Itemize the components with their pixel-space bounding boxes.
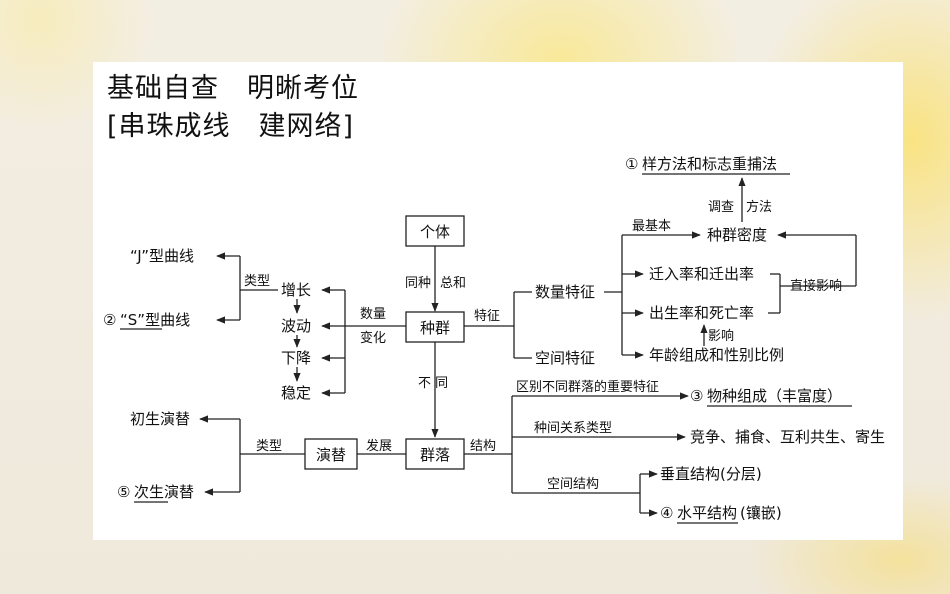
decline-label: 下降 bbox=[281, 349, 311, 367]
quantity-change-label-1: 数量 bbox=[360, 307, 386, 322]
community-label: 群落 bbox=[420, 446, 450, 464]
growth-label: 增长 bbox=[281, 281, 311, 299]
horizontal-number: ④ bbox=[660, 504, 673, 522]
birth-death-label: 出生率和死亡率 bbox=[649, 304, 754, 322]
interspecies-types-label: 竞争、捕食、互利共生、寄生 bbox=[690, 428, 885, 446]
survey-label: 调查 bbox=[708, 200, 734, 215]
j-curve-label: “J”型曲线 bbox=[130, 247, 194, 265]
section-subtitle: [串珠成线 建网络] bbox=[107, 111, 355, 142]
density-label: 种群密度 bbox=[707, 226, 767, 244]
different-label: 不 同 bbox=[418, 376, 448, 391]
s-curve-label: “S”型曲线 bbox=[120, 311, 190, 329]
development-label: 发展 bbox=[366, 438, 392, 454]
structure-label: 结构 bbox=[470, 439, 496, 454]
succession-label: 演替 bbox=[316, 446, 346, 464]
interspecies-label: 种间关系类型 bbox=[534, 421, 612, 436]
population-box bbox=[405, 311, 465, 343]
horizontal-label: 水平结构 bbox=[677, 504, 737, 522]
individual-label: 个体 bbox=[420, 223, 450, 241]
secondary-number: ⑤ bbox=[117, 483, 130, 501]
section-title: 基础自查 明晰考位 bbox=[107, 73, 359, 104]
effect-label: 影响 bbox=[708, 328, 734, 344]
secondary-label: 次生演替 bbox=[134, 483, 194, 501]
features-label: 特征 bbox=[474, 309, 500, 324]
vertical-label: 垂直结构(分层) bbox=[660, 465, 762, 483]
species-number: ③ bbox=[690, 387, 703, 405]
migration-label: 迁入率和迁出率 bbox=[649, 265, 754, 283]
distinguish-label: 区别不同群落的重要特征 bbox=[516, 379, 659, 395]
spatial-structure-label: 空间结构 bbox=[547, 477, 599, 492]
population-label: 种群 bbox=[420, 319, 450, 337]
quantity-change-label-2: 变化 bbox=[360, 330, 386, 346]
individual-box bbox=[405, 215, 465, 247]
stable-label: 稳定 bbox=[281, 384, 311, 402]
spatial-features-label: 空间特征 bbox=[535, 349, 595, 367]
growth-type-label: 类型 bbox=[244, 274, 270, 289]
sampling-number: ① bbox=[625, 155, 638, 173]
sum-label: 总和 bbox=[440, 276, 466, 291]
succession-type-label: 类型 bbox=[256, 439, 282, 454]
primary-label: 初生演替 bbox=[130, 410, 190, 428]
direct-effect-label: 直接影响 bbox=[790, 278, 842, 294]
most-basic-label: 最基本 bbox=[632, 219, 671, 234]
quantity-features-label: 数量特征 bbox=[535, 283, 595, 301]
s-curve-number: ② bbox=[103, 311, 116, 329]
horizontal-note: (镶嵌) bbox=[740, 504, 782, 522]
fluctuation-label: 波动 bbox=[281, 317, 311, 335]
method-label: 方法 bbox=[746, 199, 772, 215]
same-species-label: 同种 bbox=[405, 276, 431, 291]
content-panel bbox=[93, 62, 903, 540]
species-label: 物种组成（丰富度） bbox=[707, 387, 842, 405]
sampling-label: 样方法和标志重捕法 bbox=[642, 155, 777, 173]
age-sex-label: 年龄组成和性别比例 bbox=[649, 346, 784, 364]
